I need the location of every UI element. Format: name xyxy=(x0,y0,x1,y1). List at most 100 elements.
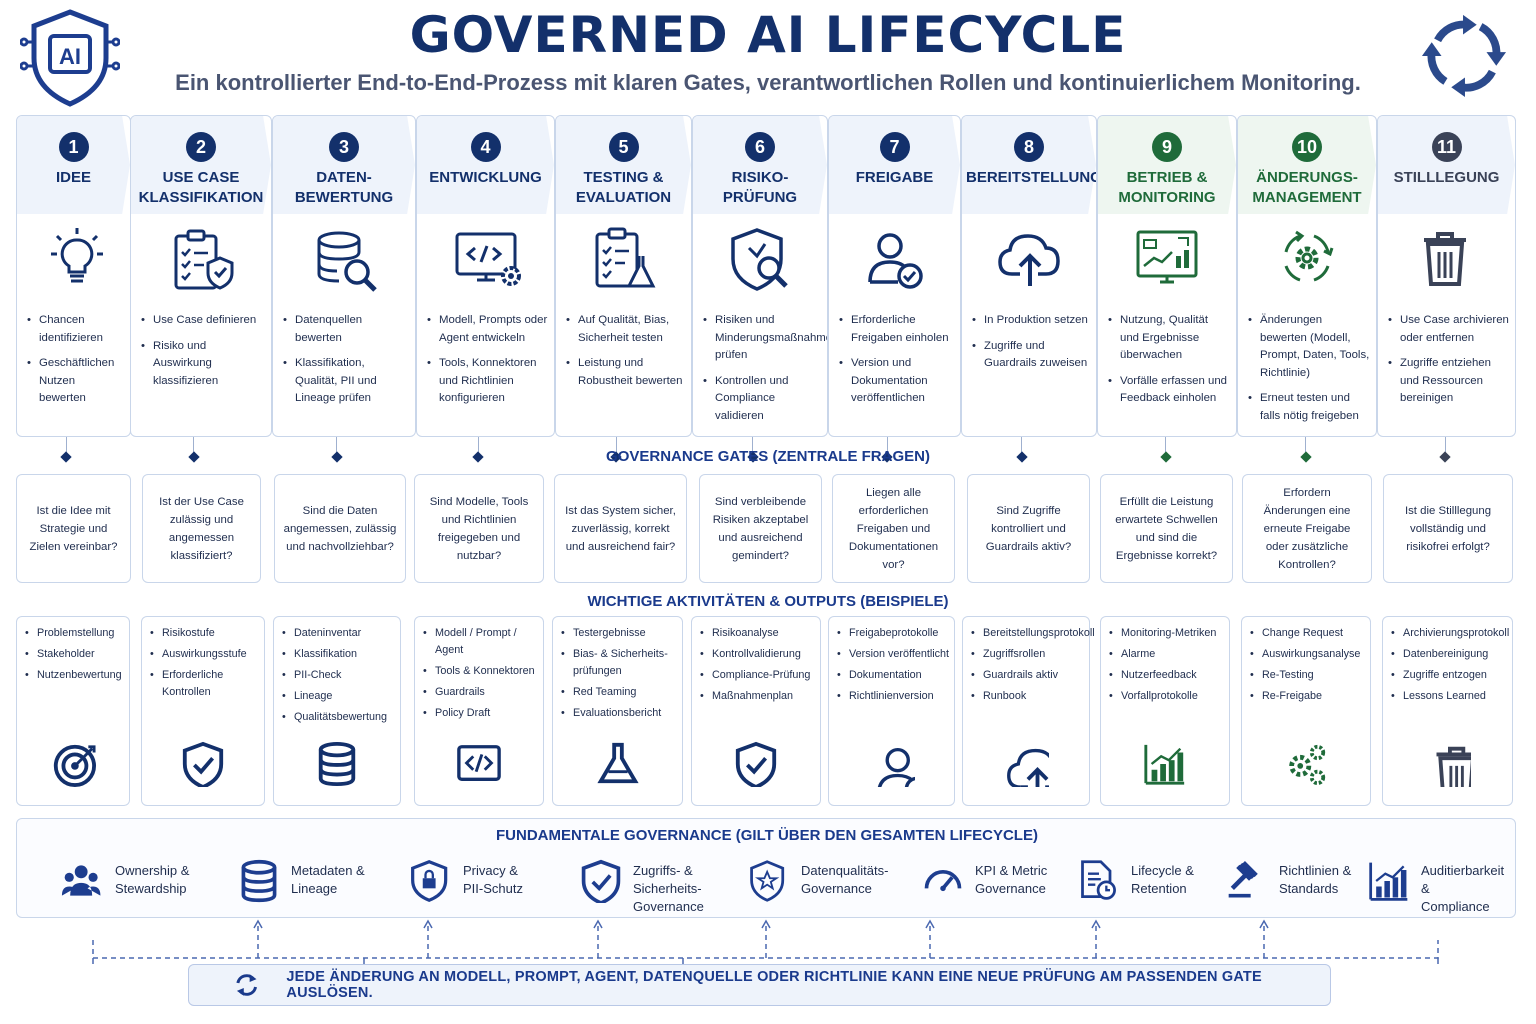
stage-title-line: IDEE xyxy=(55,169,91,186)
activity-item: Change Request xyxy=(1250,625,1366,642)
activity-list: ArchivierungsprotokollDatenbereinigungZu… xyxy=(1391,625,1509,709)
activity-item: Vorfallprotokolle xyxy=(1109,688,1225,705)
stage-header-chevron xyxy=(1098,116,1236,214)
stage-title-line: ENTWICKLUNG xyxy=(429,169,542,186)
gate-connector xyxy=(1021,437,1022,455)
activity-item: Re-Testing xyxy=(1250,667,1366,684)
activity-item: Re-Freigabe xyxy=(1250,688,1366,705)
code-window-icon xyxy=(457,745,501,782)
stage-header-chevron xyxy=(829,116,960,214)
activity-item: Archivierungsprotokoll xyxy=(1391,625,1509,642)
refresh-icon xyxy=(236,974,257,996)
stage-bullet: Leistung und Robustheit bewerten xyxy=(566,355,685,390)
ai-shield-logo-icon: AI xyxy=(20,9,120,107)
stage-bullet: Chancen identifizieren xyxy=(27,312,124,347)
activity-item: Zugriffe entzogen xyxy=(1391,667,1508,684)
activity-item: Red Teaming xyxy=(561,684,678,701)
code-monitor-icon xyxy=(455,232,521,286)
up-arrow-icon xyxy=(423,919,433,958)
stage-header-chevron xyxy=(417,116,554,214)
activity-card: RisikoanalyseKontrollvalidierungComplian… xyxy=(691,616,821,806)
stage-title-line: MONITORING xyxy=(1118,189,1216,206)
activity-item: PII-Check xyxy=(282,667,396,684)
gate-connector xyxy=(615,437,617,455)
activity-item: Guardrails xyxy=(423,684,539,701)
gate-question: Ist das System sicher, zuverlässig, korr… xyxy=(554,474,687,583)
activity-item: Qualitätsbewertung xyxy=(282,709,396,726)
stage-bullets: Änderungen bewerten (Modell, Prompt, Dat… xyxy=(1238,312,1376,433)
stage-number: 9 xyxy=(1152,132,1182,162)
gate-connector xyxy=(336,437,337,455)
shield-check-icon xyxy=(182,741,224,787)
activity-item: Klassifikation xyxy=(282,646,396,663)
database-icon xyxy=(318,741,356,787)
cloud-upload-icon xyxy=(998,234,1060,286)
activity-list: BereitstellungsprotokollZugriffsrollenGu… xyxy=(971,625,1095,709)
gate-connector xyxy=(1305,437,1306,455)
stage-bullets: Risiken und Minderungsmaßnahmen prüfenKo… xyxy=(693,312,827,433)
stage-bullet: In Produktion setzen xyxy=(972,312,1090,330)
gates-heading: GOVERNANCE GATES (ZENTRALE FRAGEN) xyxy=(606,448,930,465)
gate-connector xyxy=(1444,437,1446,455)
fundamental-label: Richtlinien & Standards xyxy=(1279,863,1352,896)
fundamental-label: Zugriffs- & Sicherheits- Governance xyxy=(633,863,704,914)
activity-item: Zugriffsrollen xyxy=(971,646,1085,663)
activity-item: Alarme xyxy=(1109,646,1225,663)
stage-title: BETRIEB &MONITORING xyxy=(1098,168,1236,208)
stage-bullet: Erneut testen und falls nötig freigeben xyxy=(1248,390,1370,425)
activity-item: Guardrails aktiv xyxy=(971,667,1085,684)
stage-number: 6 xyxy=(745,132,775,162)
stage-card: 4ENTWICKLUNGModell, Prompts oder Agent e… xyxy=(416,115,555,437)
up-arrow-icon xyxy=(593,919,603,958)
stage-bullet: Use Case definieren xyxy=(141,312,265,330)
star-badge-icon xyxy=(750,860,785,902)
gate-question: Sind die Daten angemessen, zulässig und … xyxy=(274,474,406,583)
stage-header-chevron xyxy=(1378,116,1515,214)
fundamental-item: KPI & Metric Governance xyxy=(921,859,1047,903)
stage-bullet: Zugriffe entziehen und Ressourcen berein… xyxy=(1388,355,1509,408)
stage-card: 1IDEEChancen identifizierenGeschäftliche… xyxy=(16,115,131,437)
document-clock-icon xyxy=(1081,860,1116,900)
stage-bullets: Use Case archivieren oder entfernenZugri… xyxy=(1378,312,1515,416)
stage-header-chevron xyxy=(962,116,1096,214)
fundamental-item: Ownership & Stewardship xyxy=(61,859,189,903)
banner-text: JEDE ÄNDERUNG AN MODELL, PROMPT, AGENT, … xyxy=(286,969,1262,1001)
logo-text: AI xyxy=(59,44,81,69)
activity-list: ProblemstellungStakeholderNutzenbewertun… xyxy=(25,625,125,688)
activity-item: Lessons Learned xyxy=(1391,688,1508,705)
stage-title-line: RISIKO- xyxy=(731,169,789,186)
up-arrow-icon xyxy=(253,919,263,958)
user-check-icon xyxy=(867,233,923,289)
activity-list: RisikostufeAuswirkungsstufeErforderliche… xyxy=(150,625,260,705)
activity-item: Risikoanalyse xyxy=(700,625,816,642)
stage-title-line: MANAGEMENT xyxy=(1252,189,1362,206)
fundamental-heading: FUNDAMENTALE GOVERNANCE (GILT ÜBER DEN G… xyxy=(496,827,1038,844)
gate-question: Sind Modelle, Tools und Richtlinien frei… xyxy=(414,474,544,583)
stage-bullet: Erforderliche Freigaben einholen xyxy=(839,312,954,347)
target-icon xyxy=(53,744,96,787)
user-check-icon xyxy=(877,747,915,787)
activity-list: TestergebnisseBias- & Sicherheits-prüfun… xyxy=(561,625,678,726)
stage-bullet: Datenquellen bewerten xyxy=(283,312,409,347)
activity-card: TestergebnisseBias- & Sicherheits-prüfun… xyxy=(552,616,683,806)
activity-item: Nutzerfeedback xyxy=(1109,667,1225,684)
stage-bullet: Klassifikation, Qualität, PII und Lineag… xyxy=(283,355,409,408)
gauge-icon xyxy=(924,870,962,892)
activity-card: DateninventarKlassifikationPII-CheckLine… xyxy=(273,616,401,806)
gate-connector xyxy=(886,437,888,455)
stage-number: 5 xyxy=(608,132,639,162)
activity-list: Monitoring-MetrikenAlarmeNutzerfeedbackV… xyxy=(1109,625,1225,709)
activity-item: Runbook xyxy=(971,688,1085,705)
gear-cycle-icon xyxy=(1284,230,1334,282)
stage-title-line: KLASSIFIKATION xyxy=(138,189,264,206)
activity-item: Version veröffentlicht xyxy=(837,646,950,663)
stage-title: ENTWICKLUNG xyxy=(417,168,554,188)
gate-connector xyxy=(752,437,753,455)
clipboard-shield-icon xyxy=(174,229,234,290)
activities-heading: WICHTIGE AKTIVITÄTEN & OUTPUTS (BEISPIEL… xyxy=(587,593,949,610)
fundamental-item: Lifecycle & Retention xyxy=(1077,859,1194,903)
